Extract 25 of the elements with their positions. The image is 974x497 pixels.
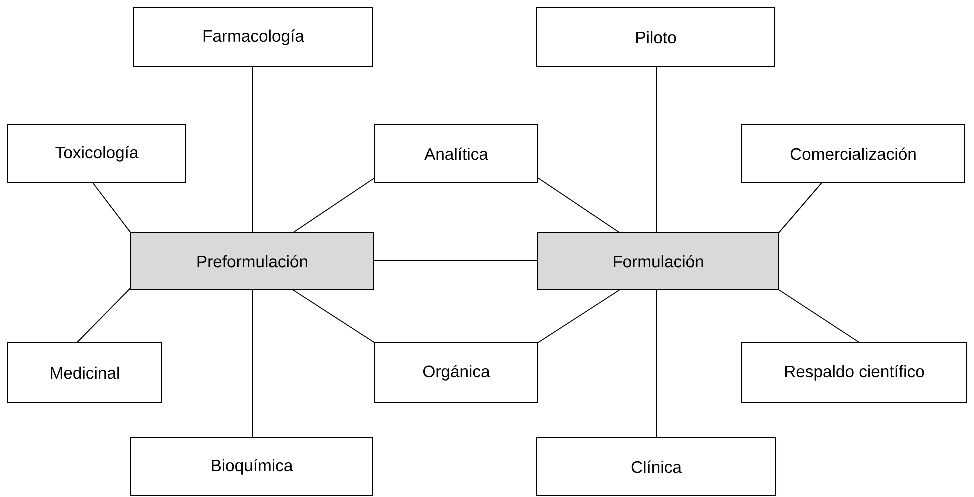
process-box: Preformulación bbox=[130, 232, 374, 290]
process-box: Formulación bbox=[538, 232, 780, 290]
connector-line bbox=[656, 290, 658, 438]
connector-line bbox=[76, 288, 132, 344]
topic-box: Piloto bbox=[536, 8, 776, 68]
connector-line bbox=[538, 178, 620, 234]
connector-line bbox=[292, 290, 376, 344]
connector-line bbox=[92, 182, 132, 234]
topic-box: Orgánica bbox=[374, 342, 538, 404]
topic-box: Respaldo científico bbox=[742, 342, 968, 404]
topic-box: Bioquímica bbox=[130, 438, 374, 496]
topic-box: Clínica bbox=[536, 438, 776, 496]
connector-line bbox=[374, 260, 538, 262]
connector-line bbox=[252, 66, 254, 234]
topic-box: Analítica bbox=[374, 124, 538, 184]
connector-line bbox=[778, 290, 860, 344]
connector-line bbox=[252, 290, 254, 438]
connector-line bbox=[778, 182, 822, 234]
topic-box: Toxicología bbox=[8, 124, 186, 184]
topic-box: Medicinal bbox=[8, 342, 162, 404]
topic-box: Comercialización bbox=[742, 124, 966, 184]
connector-line bbox=[538, 290, 620, 344]
connector-line bbox=[656, 66, 658, 234]
connector-line bbox=[292, 178, 376, 234]
topic-box: Farmacología bbox=[134, 8, 374, 68]
